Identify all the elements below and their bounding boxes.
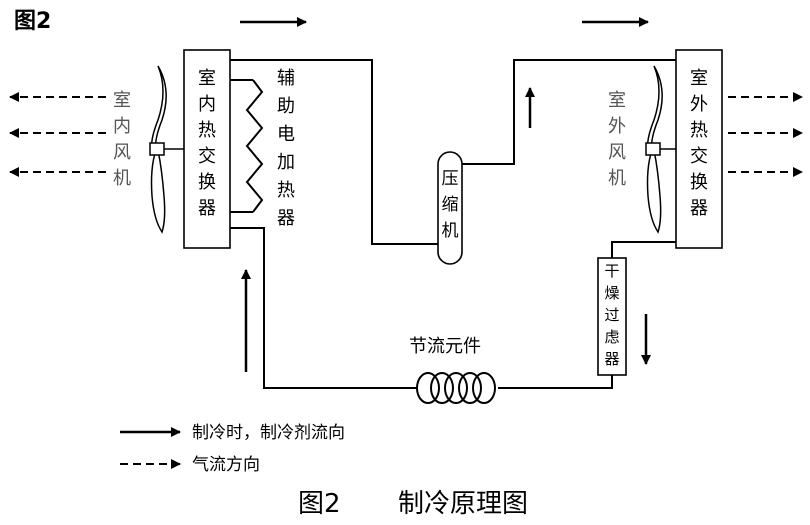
svg-text:电: 电 <box>277 124 295 145</box>
svg-text:器: 器 <box>277 208 295 229</box>
svg-text:机: 机 <box>608 168 626 189</box>
svg-text:风: 风 <box>608 142 626 163</box>
svg-text:室: 室 <box>113 90 131 111</box>
svg-text:器: 器 <box>690 198 708 219</box>
svg-text:热: 热 <box>690 120 708 141</box>
svg-text:压: 压 <box>442 169 459 189</box>
figure-label: 图2 <box>14 9 51 34</box>
svg-text:换: 换 <box>690 172 708 193</box>
caption-title: 制冷原理图 <box>398 489 528 519</box>
compressor <box>437 151 463 265</box>
outdoor-airflow-arrows <box>728 92 803 177</box>
svg-text:辅: 辅 <box>277 68 295 89</box>
svg-text:室: 室 <box>198 68 216 89</box>
refrigerant-pipes <box>230 59 676 389</box>
throttle-label: 节流元件 <box>409 336 481 357</box>
svg-text:内: 内 <box>113 116 131 137</box>
svg-text:室: 室 <box>690 68 708 89</box>
aux-heater-coil <box>245 79 264 213</box>
outdoor-fan-icon <box>645 65 676 234</box>
indoor-fan-label: 室 内 风 机 <box>113 90 131 189</box>
svg-text:交: 交 <box>198 146 216 167</box>
refrigerant-flow-arrows <box>240 17 651 372</box>
svg-text:助: 助 <box>277 96 295 117</box>
svg-text:机: 机 <box>113 168 131 189</box>
outdoor-fan-label: 室 外 风 机 <box>608 90 626 189</box>
svg-text:内: 内 <box>198 94 216 115</box>
indoor-airflow-arrows <box>9 92 106 177</box>
legend-refrigerant-label: 制冷时，制冷剂流向 <box>192 423 345 443</box>
filter-drier <box>597 257 627 376</box>
aux-heater-label: 辅 助 电 加 热 器 <box>277 68 295 229</box>
svg-text:器: 器 <box>604 350 619 368</box>
throttle-coil-icon <box>416 372 496 404</box>
svg-text:交: 交 <box>690 146 708 167</box>
indoor-fan-icon <box>149 65 184 234</box>
svg-text:器: 器 <box>198 198 216 219</box>
svg-text:燥: 燥 <box>604 284 619 302</box>
svg-text:过: 过 <box>604 306 619 324</box>
svg-text:风: 风 <box>113 142 131 163</box>
caption-figure-number: 图2 <box>298 489 341 519</box>
outdoor-hx-label: 室 外 热 交 换 器 <box>690 68 708 219</box>
filter-drier-label: 干 燥 过 虑 器 <box>604 262 619 368</box>
svg-text:干: 干 <box>604 262 619 280</box>
svg-text:缩: 缩 <box>442 195 459 215</box>
svg-text:室: 室 <box>608 90 626 111</box>
legend: 制冷时，制冷剂流向 气流方向 <box>120 423 345 475</box>
svg-text:外: 外 <box>690 94 708 115</box>
legend-airflow-label: 气流方向 <box>192 455 260 475</box>
svg-text:热: 热 <box>277 180 295 201</box>
svg-text:虑: 虑 <box>604 328 619 346</box>
compressor-label: 压 缩 机 <box>442 169 459 241</box>
svg-text:换: 换 <box>198 172 216 193</box>
svg-text:热: 热 <box>198 120 216 141</box>
svg-text:机: 机 <box>442 221 459 241</box>
svg-text:加: 加 <box>277 152 295 173</box>
indoor-hx-label: 室 内 热 交 换 器 <box>198 68 216 219</box>
svg-text:外: 外 <box>608 116 626 137</box>
